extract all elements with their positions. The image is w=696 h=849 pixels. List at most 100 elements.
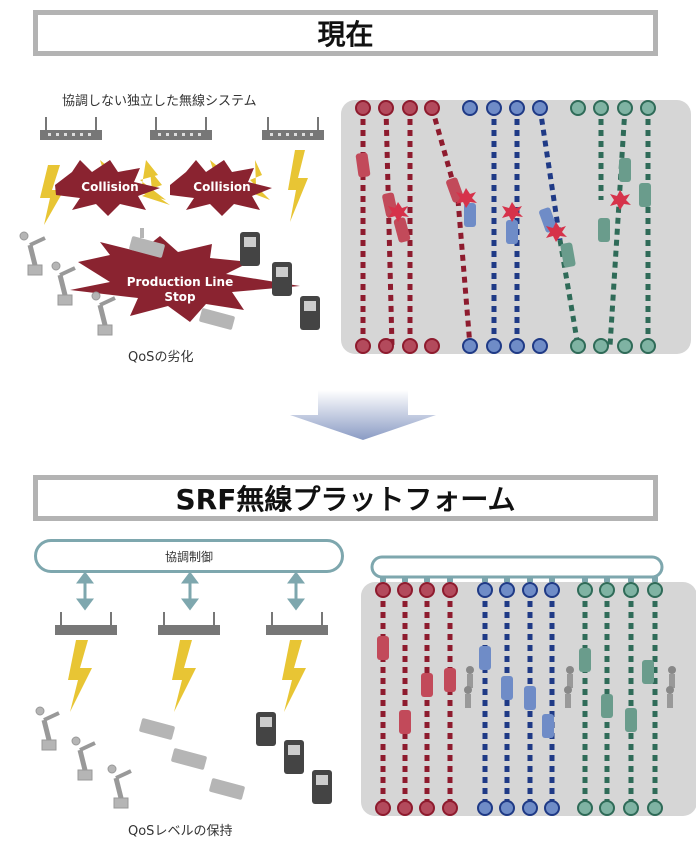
endpoint-node — [462, 100, 478, 116]
robot-arm-icon — [35, 706, 60, 751]
traffic-officer-body — [465, 694, 471, 708]
robot-arm-icon — [71, 736, 96, 781]
security-camera-icon — [209, 778, 245, 800]
lane-bg — [463, 582, 551, 816]
endpoint-node — [593, 338, 609, 354]
vehicle-icon — [444, 668, 456, 692]
vehicle-icon — [524, 686, 536, 710]
bus-drop — [527, 577, 533, 585]
signal-path — [557, 239, 581, 347]
coordination-link-arrows — [76, 571, 305, 611]
endpoint-node — [355, 338, 371, 354]
vehicle-icon — [619, 158, 631, 182]
vehicle-icon — [598, 218, 610, 242]
vehicle-icon — [355, 152, 371, 178]
crash-icon — [456, 188, 477, 208]
traffic-officer-body — [669, 674, 675, 688]
caption-qos-degradation: QoSの劣化 — [128, 350, 194, 365]
vehicle-icon — [542, 714, 554, 738]
lane-bg — [508, 582, 596, 816]
vehicle-icon — [625, 708, 637, 732]
endpoint-node — [570, 100, 586, 116]
traffic-officer-icon — [666, 686, 674, 694]
svg-text:Stop: Stop — [164, 290, 196, 304]
router-icon — [262, 117, 324, 140]
robot-arm-icon — [19, 231, 46, 276]
security-camera-icon — [171, 748, 207, 770]
endpoint-node — [640, 100, 656, 116]
signal-path — [429, 107, 461, 201]
endpoint-node — [617, 338, 633, 354]
signal-path — [537, 107, 563, 241]
endpoint-node — [442, 800, 458, 816]
lightning-bolt-icon — [68, 640, 306, 712]
endpoint-node — [355, 100, 371, 116]
lane-bg — [556, 100, 644, 354]
signal-path — [607, 107, 628, 347]
lane-bg — [448, 100, 536, 354]
endpoint-node — [577, 800, 593, 816]
vehicle-icon — [560, 242, 576, 268]
crash-icon — [546, 222, 567, 242]
handheld-scanner-icon — [312, 770, 332, 804]
vehicle-icon — [642, 660, 654, 684]
bus-drop — [628, 577, 634, 585]
endpoint-node — [378, 100, 394, 116]
caption-uncoordinated: 協調しない独立した無線システム — [62, 94, 257, 109]
endpoint-node — [623, 582, 639, 598]
svg-text:Production Line: Production Line — [127, 275, 233, 289]
endpoint-node — [424, 338, 440, 354]
crash-icon — [502, 202, 523, 222]
endpoint-node — [499, 582, 515, 598]
crash-icon — [610, 190, 631, 210]
endpoint-node — [397, 800, 413, 816]
endpoint-node — [419, 582, 435, 598]
endpoint-node — [647, 582, 663, 598]
robot-arm-icon — [91, 291, 116, 336]
vehicle-icon — [479, 646, 491, 670]
endpoint-node — [477, 800, 493, 816]
title-current: 現在 — [33, 10, 658, 56]
traffic-officer-body — [565, 694, 571, 708]
traffic-officer-icon — [566, 666, 574, 674]
router-icon — [55, 612, 117, 635]
vehicle-icon — [579, 648, 591, 672]
handheld-scanner-icon — [256, 712, 276, 746]
endpoint-node — [509, 100, 525, 116]
collision-burst-right: Collision — [170, 160, 272, 216]
bus-drop — [604, 577, 610, 585]
endpoint-node — [544, 800, 560, 816]
endpoint-node — [532, 100, 548, 116]
traffic-officer-icon — [464, 686, 472, 694]
endpoint-node — [419, 800, 435, 816]
svg-text:Collision: Collision — [81, 180, 138, 194]
production-stop-burst: Production Line Stop — [70, 236, 300, 322]
endpoint-node — [577, 582, 593, 598]
transition-arrow — [290, 390, 436, 440]
signal-path — [383, 107, 395, 347]
vehicle-icon — [393, 217, 411, 243]
endpoint-node — [617, 100, 633, 116]
endpoint-node — [424, 100, 440, 116]
lightning-bolt-icon — [40, 150, 308, 225]
endpoint-node — [477, 582, 493, 598]
handheld-scanner-icon — [240, 232, 260, 266]
robot-arm-icon — [107, 764, 132, 809]
endpoint-node — [402, 338, 418, 354]
bus-drop — [424, 577, 430, 585]
bus-drop — [380, 577, 386, 585]
endpoint-node — [442, 582, 458, 598]
collision-burst-left: Collision — [55, 160, 160, 216]
bus-drop — [504, 577, 510, 585]
endpoint-node — [640, 338, 656, 354]
endpoint-node — [623, 800, 639, 816]
title-srf: SRF無線プラットフォーム — [33, 475, 658, 521]
svg-text:Collision: Collision — [193, 180, 250, 194]
lane-bg — [405, 582, 493, 816]
robot-arm-icon — [51, 261, 76, 306]
lane-bg — [388, 100, 476, 354]
endpoint-node — [544, 582, 560, 598]
bus-drop — [549, 577, 555, 585]
endpoint-node — [647, 800, 663, 816]
